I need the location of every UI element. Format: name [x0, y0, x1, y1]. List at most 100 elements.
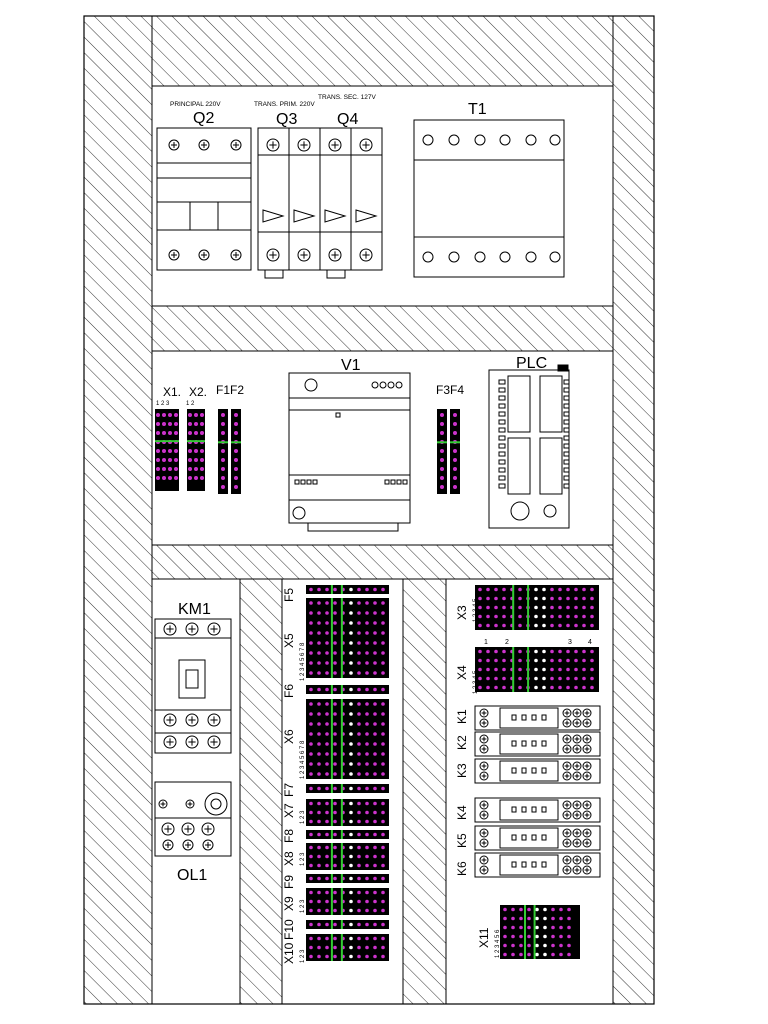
terminal-pin [349, 899, 353, 904]
relay-pin [521, 714, 527, 721]
terminal-pin [381, 819, 385, 824]
terminal-stripe [330, 585, 333, 594]
terminal-pin [194, 458, 198, 462]
terminal-pin [381, 786, 385, 791]
plc-io-pin [563, 467, 570, 473]
terminal-pin [357, 922, 361, 927]
terminal-pin [333, 587, 337, 592]
terminal-pin [558, 596, 562, 601]
terminal-stripe [330, 830, 333, 839]
terminal-pin [357, 611, 361, 615]
terminal-pin [365, 936, 369, 941]
plc-io-pin [498, 451, 506, 457]
terminal-pin [550, 605, 554, 610]
terminal-pin [365, 863, 369, 868]
terminal-pin [542, 605, 546, 610]
terminal-pin [518, 596, 522, 601]
terminal-pin [188, 458, 192, 462]
f8-label: F8 [282, 829, 296, 843]
terminal-pin [527, 907, 531, 912]
terminal-pin [365, 772, 369, 776]
terminal-pin [574, 685, 578, 690]
terminal-pin [559, 916, 563, 921]
terminal-stripe [340, 843, 343, 870]
terminal-pin [574, 667, 578, 672]
terminal-pin [566, 623, 570, 628]
x5-label: X5 [282, 633, 296, 648]
terminal-pin [486, 614, 490, 619]
terminal-pin [478, 649, 482, 654]
terminal-pin [234, 458, 238, 462]
terminal-pin [486, 649, 490, 654]
terminal-stripe [512, 647, 515, 692]
relay-pin [541, 834, 547, 841]
relay-pin [511, 834, 517, 841]
terminal-pin [381, 945, 385, 950]
terminal-pin [357, 810, 361, 815]
terminal-stripe [330, 874, 333, 883]
terminal-pin [349, 702, 353, 706]
terminal-pin [365, 945, 369, 950]
terminal-pin [333, 876, 337, 881]
terminal-pin [357, 661, 361, 665]
terminal-pin [478, 667, 482, 672]
terminal-pin [381, 712, 385, 716]
terminal-pin [349, 631, 353, 635]
terminal-pin [440, 458, 444, 462]
plc-io-pin [498, 443, 506, 449]
terminal-pin [325, 587, 329, 592]
terminal-pin [494, 658, 498, 663]
terminal-pin [221, 485, 225, 489]
terminal-pin [325, 936, 329, 941]
terminal-pin [590, 596, 594, 601]
terminal-pin [550, 667, 554, 672]
terminal-pin [542, 685, 546, 690]
terminal-pin [221, 422, 225, 426]
terminal-pin [559, 907, 563, 912]
terminal-pin [309, 876, 313, 881]
terminal-pin [527, 925, 531, 930]
terminal-pin [590, 623, 594, 628]
middle-duct-1 [151, 305, 614, 352]
terminal-pin [357, 854, 361, 859]
terminal-pin [542, 623, 546, 628]
terminal-pin [357, 702, 361, 706]
terminal-pin [440, 467, 444, 471]
terminal-pin [333, 772, 337, 776]
km1-label: KM1 [178, 601, 211, 618]
terminal-pin [349, 786, 353, 791]
terminal-pin [550, 685, 554, 690]
terminal-pin [309, 936, 313, 941]
terminal-pin [309, 890, 313, 895]
terminal-hole [396, 479, 402, 485]
terminal-block [306, 874, 389, 883]
x4-label: X4 [455, 665, 469, 680]
terminal-pin [550, 587, 554, 592]
terminal-pin [494, 596, 498, 601]
terminal-hole [294, 479, 300, 485]
terminal-pin [381, 832, 385, 837]
relay-base [499, 799, 559, 821]
terminal-pin [333, 611, 337, 615]
terminal-pin [349, 732, 353, 736]
terminal-pin [333, 863, 337, 868]
terminal-pin [349, 854, 353, 859]
terminal-pin [534, 605, 538, 610]
terminal-pin [168, 413, 172, 417]
terminal-pin [349, 876, 353, 881]
terminal-pin [349, 908, 353, 913]
terminal-pin [566, 614, 570, 619]
terminal-pin [373, 722, 377, 726]
terminal-pin [317, 762, 321, 766]
terminal-pin [194, 413, 198, 417]
terminal-pin [543, 943, 547, 948]
terminal-pin [325, 752, 329, 756]
terminal-pin [381, 661, 385, 665]
terminal-pin [333, 908, 337, 913]
terminal-block [306, 598, 389, 678]
relay-pin [541, 806, 547, 813]
terminal-pin [373, 702, 377, 706]
terminal-pin [156, 431, 160, 435]
terminal-screws [168, 134, 561, 263]
terminal-pin [534, 658, 538, 663]
